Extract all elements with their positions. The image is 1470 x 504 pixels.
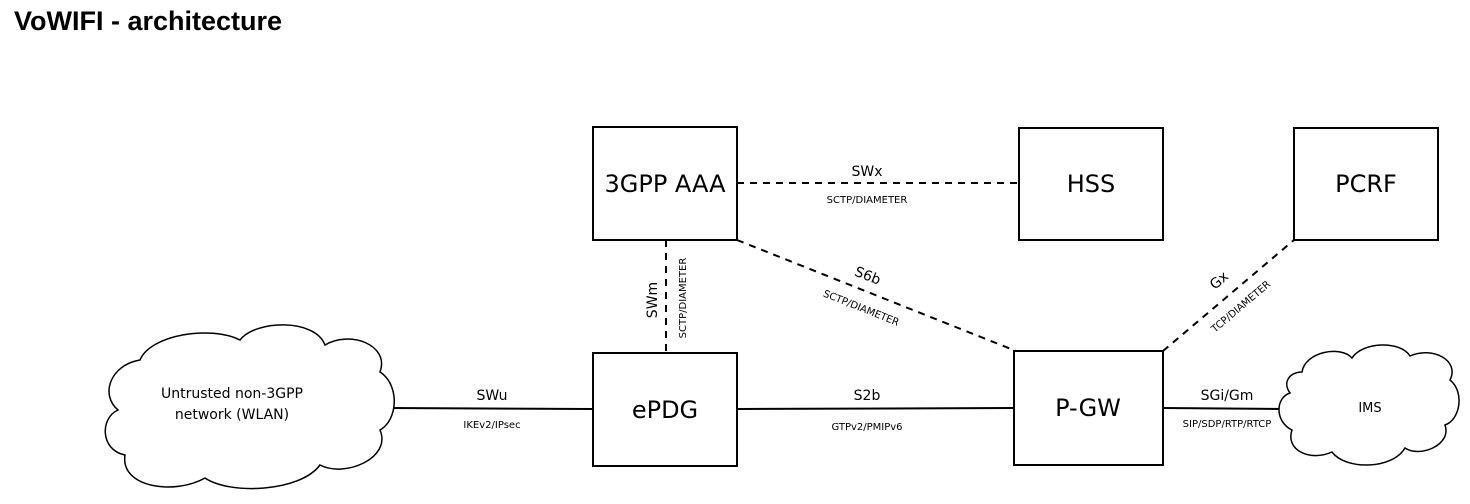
s6b-line [736,239,1017,352]
s2b-name: S2b [854,388,881,404]
swu-protocol: IKEv2/IPsec [463,420,520,431]
aaa-box [592,126,738,241]
pcrf-label: PCRF [1335,170,1397,198]
aaa-label: 3GPP AAA [604,170,726,198]
sgi-name: SGi/Gm [1201,388,1254,404]
swu-name: SWu [476,388,507,404]
sgi-protocol: SIP/SDP/RTP/RTCP [1183,419,1272,430]
wlan-label-line1: Untrusted non-3GPP [161,386,303,402]
ims-label: IMS [1358,401,1381,416]
epdg-box [592,352,738,467]
pcrf-box [1293,127,1439,241]
swx-protocol: SCTP/DIAMETER [827,195,908,206]
pgw-box [1013,350,1164,466]
s6b-name: S6b [852,264,883,289]
hss-label: HSS [1067,170,1116,198]
diagram-title: VoWIFI - architecture [14,6,283,36]
hss-box [1018,127,1164,241]
wlan-cloud [104,324,395,490]
s6b-protocol: SCTP/DIAMETER [821,289,900,329]
ims-cloud [1278,344,1460,466]
epdg-label: ePDG [632,396,698,424]
wlan-label-line2: network (WLAN) [175,407,289,423]
swm-name: SWm [645,282,661,318]
pgw-label: P-GW [1055,394,1121,422]
gx-name: Gx [1207,269,1232,294]
s2b-line [736,407,1015,410]
swu-line [387,407,594,410]
gx-line [1162,239,1295,352]
swx-name: SWx [851,164,882,180]
s2b-protocol: GTPv2/PMIPv6 [831,422,902,433]
swm-protocol: SCTP/DIAMETER [678,258,689,339]
sgi-line [1162,407,1286,410]
